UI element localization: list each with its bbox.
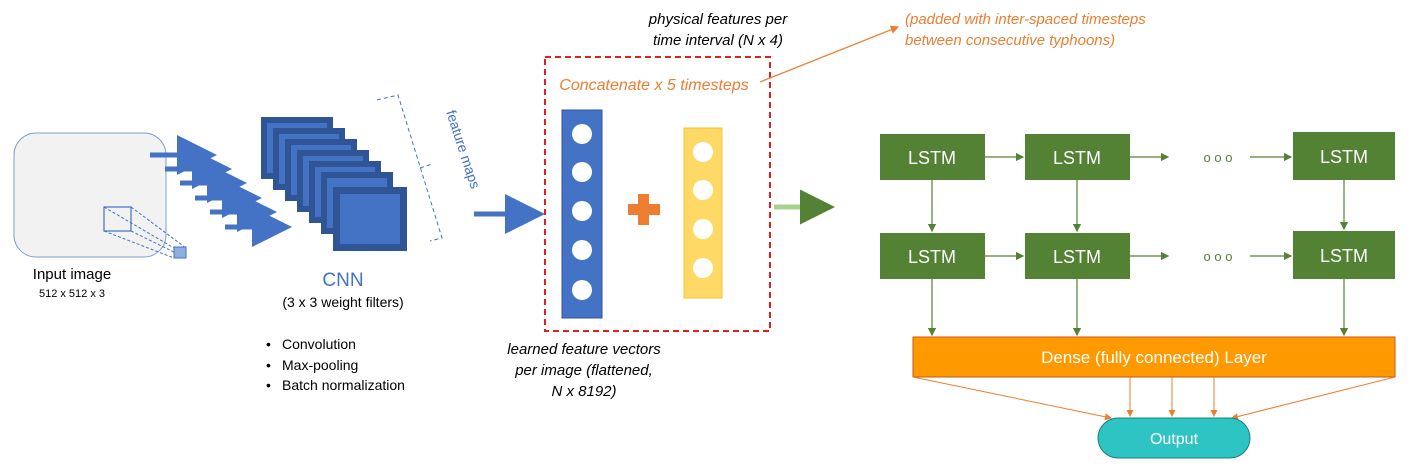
concat-label: Concatenate x 5 timesteps [559,77,748,94]
lstm-cell [1293,231,1395,279]
bullet-icon: • [266,377,271,393]
cnn-title: CNN [322,270,363,291]
lstm-ellipsis: o o o [1204,150,1233,165]
cnn-ops-list: • Convolution • Max-pooling • Batch norm… [266,336,405,393]
learned-label-2: per image (flattened, [514,362,653,379]
output-label: Output [1150,431,1199,448]
cnn-op-item: Batch normalization [282,377,405,393]
learned-label-3: N x 8192) [551,383,616,400]
dense-layer [912,336,1396,378]
bullet-icon: • [266,336,271,352]
padding-note-1: (padded with inter-spaced timesteps [905,11,1146,28]
physical-features-label-2: time interval (N x 4) [653,32,783,49]
plus-icon [628,194,660,225]
input-dims: 512 x 512 x 3 [39,288,105,300]
lstm-cell-label: LSTM [1053,148,1101,168]
dense-layer-label: Dense (fully connected) Layer [1041,348,1267,367]
input-image [13,132,187,259]
lstm-cell-label: LSTM [908,247,956,267]
feature-maps-label: feature maps [443,108,483,191]
cnn-feature-stack [261,117,407,251]
learned-feature-vector [561,109,603,319]
lstm-ellipsis: o o o [1204,249,1233,264]
cnn-layer-front [333,187,407,251]
concat-dashed-box [544,56,771,332]
cnn-input-arrows [150,135,292,247]
lstm-cell [1025,233,1130,279]
lstm-cell [880,233,985,279]
cnn-subtitle: (3 x 3 weight filters) [282,294,403,310]
feature-maps-bracket [376,94,443,242]
physical-feature-vector [683,127,723,299]
bullet-icon: • [266,357,271,373]
cnn-op-item: Max-pooling [282,357,358,373]
lstm-cell-label: LSTM [1053,247,1101,267]
physical-features-label-1: physical features per [648,11,788,28]
lstm-cell [1293,132,1395,180]
lstm-cell-label: LSTM [1320,246,1368,266]
input-title: Input image [33,266,111,283]
lstm-grid: LSTM LSTM LSTM LSTM LSTM LSTM o o o o o … [880,132,1395,337]
padding-note-pointer [759,25,900,83]
padding-note-2: between consecutive typhoons) [905,32,1115,49]
lstm-cell-label: LSTM [1320,147,1368,167]
pixel-output [173,246,187,259]
receptive-field [103,206,132,232]
lstm-cell [1025,134,1130,180]
learned-label-1: learned feature vectors [507,341,661,358]
output-node [1097,417,1251,459]
cnn-op-item: Convolution [282,336,356,352]
dense-to-output-arrows [912,376,1396,421]
lstm-cell-label: LSTM [908,148,956,168]
lstm-cell [880,134,985,180]
